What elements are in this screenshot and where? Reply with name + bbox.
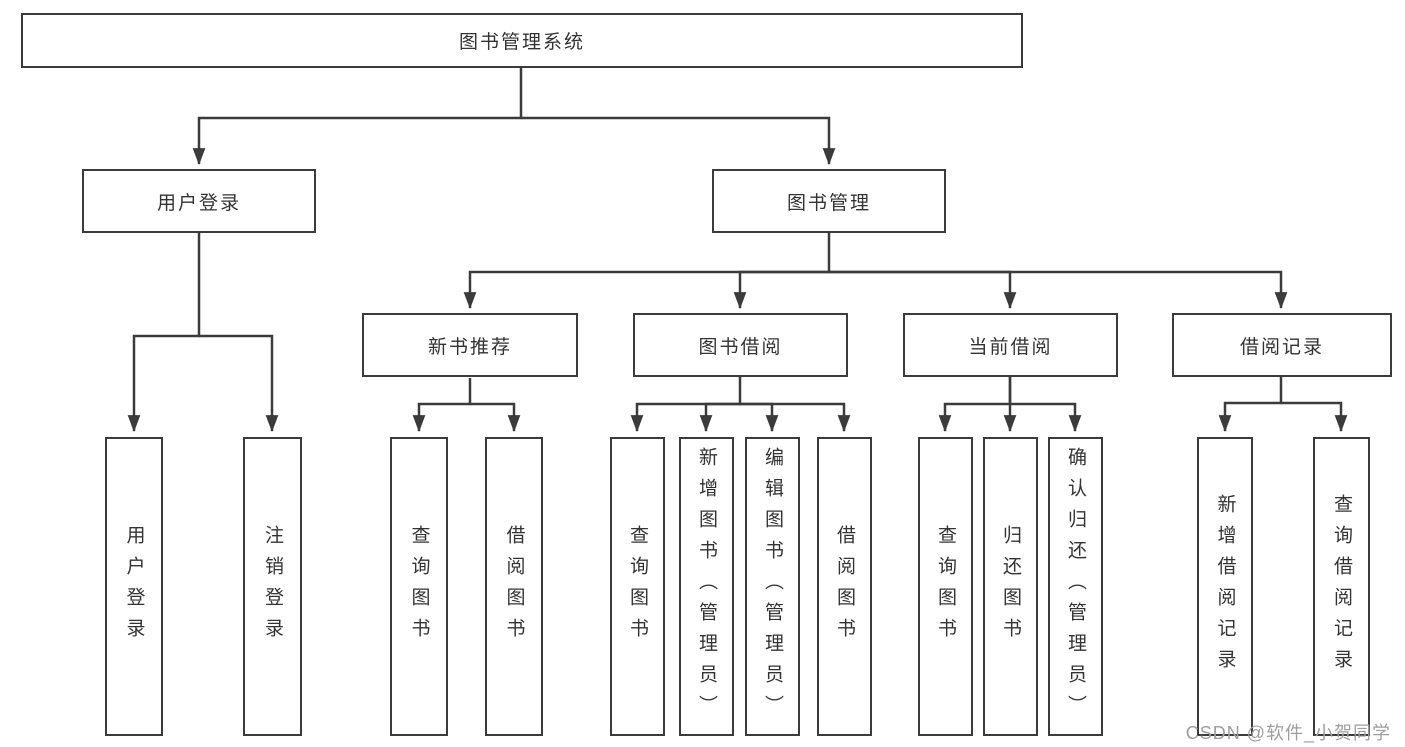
connector bbox=[1010, 402, 1082, 433]
connector bbox=[199, 334, 279, 433]
node-leaf-query-books-current: 查询图书 bbox=[918, 437, 973, 736]
connector bbox=[463, 233, 831, 310]
connector bbox=[192, 68, 523, 166]
connector bbox=[1218, 377, 1283, 433]
node-leaf-add-borrow-record: 新增借阅记录 bbox=[1197, 437, 1253, 736]
connector bbox=[740, 402, 779, 433]
connector bbox=[699, 402, 740, 433]
node-leaf-query-books-recommend: 查询图书 bbox=[390, 437, 448, 736]
node-leaf-user-login: 用户登录 bbox=[105, 437, 163, 736]
connector bbox=[630, 377, 742, 433]
connector bbox=[521, 116, 836, 166]
connector bbox=[829, 270, 1017, 310]
connector bbox=[733, 270, 829, 310]
node-book-management: 图书管理 bbox=[712, 169, 946, 233]
node-current-borrowing: 当前借阅 bbox=[903, 313, 1118, 377]
node-book-borrowing: 图书借阅 bbox=[633, 313, 848, 377]
connector bbox=[740, 402, 851, 433]
node-leaf-borrow-books: 借阅图书 bbox=[817, 437, 872, 736]
node-leaf-logout: 注销登录 bbox=[243, 437, 302, 736]
node-leaf-confirm-return-admin: 确认归还（管理员） bbox=[1048, 437, 1103, 736]
connector bbox=[470, 402, 521, 433]
node-user-login: 用户登录 bbox=[82, 169, 316, 233]
node-library-system: 图书管理系统 bbox=[21, 13, 1023, 68]
node-leaf-query-borrow-record: 查询借阅记录 bbox=[1313, 437, 1370, 736]
connector bbox=[412, 378, 472, 433]
node-leaf-borrow-books-recommend: 借阅图书 bbox=[485, 437, 543, 736]
node-leaf-edit-books-admin: 编辑图书（管理员） bbox=[745, 437, 800, 736]
node-leaf-return-books: 归还图书 bbox=[983, 437, 1038, 736]
node-leaf-add-books-admin: 新增图书（管理员） bbox=[679, 437, 734, 736]
node-borrow-records: 借阅记录 bbox=[1172, 313, 1392, 377]
node-leaf-query-books-borrowing: 查询图书 bbox=[610, 437, 665, 736]
connector bbox=[938, 377, 1012, 433]
connector bbox=[829, 270, 1288, 310]
connector bbox=[1281, 401, 1348, 433]
node-new-book-recommend: 新书推荐 bbox=[362, 313, 578, 377]
connector bbox=[127, 233, 201, 433]
